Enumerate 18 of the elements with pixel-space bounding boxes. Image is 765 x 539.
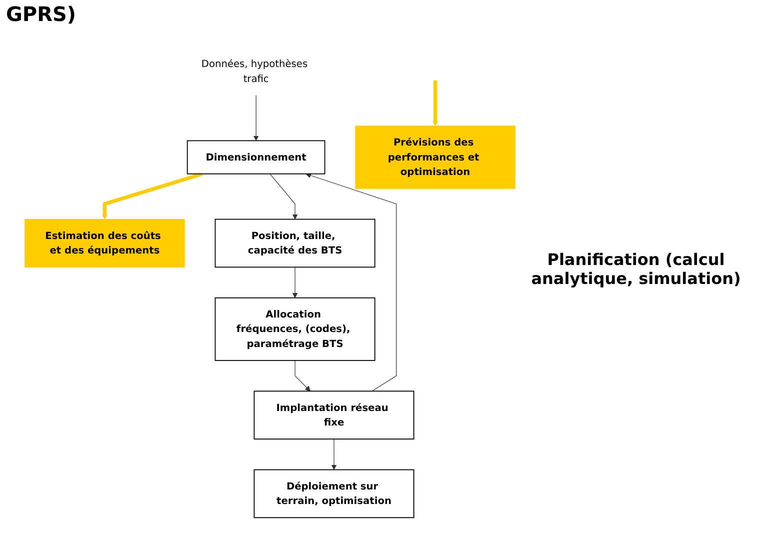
arrow bbox=[432, 80, 438, 126]
node-box: Prévisions des performances et optimisation bbox=[355, 126, 516, 189]
node-box: Allocation fréquences, (codes), paramétrage BTS bbox=[214, 297, 376, 361]
bracket-label: Planification (calcul analytique, simulation) bbox=[531, 250, 741, 288]
arrow bbox=[331, 438, 337, 470]
node-text: Données, hypothèses trafic bbox=[201, 58, 308, 84]
arrow bbox=[270, 174, 298, 220]
arrow bbox=[102, 172, 203, 220]
arrow bbox=[306, 172, 397, 392]
diagram-title: GPRS) bbox=[6, 2, 76, 26]
node-box: Implantation réseau fixe bbox=[254, 390, 414, 440]
node-box: Dimensionnement bbox=[186, 140, 326, 174]
arrow bbox=[294, 360, 310, 392]
node-box: Position, taille, capacité des BTS bbox=[214, 218, 376, 268]
node-box: Estimation des coûts et des équipements bbox=[24, 218, 185, 268]
arrow bbox=[292, 266, 298, 298]
arrow bbox=[253, 94, 259, 141]
node-box: Déploiement sur terrain, optimisation bbox=[254, 469, 414, 518]
